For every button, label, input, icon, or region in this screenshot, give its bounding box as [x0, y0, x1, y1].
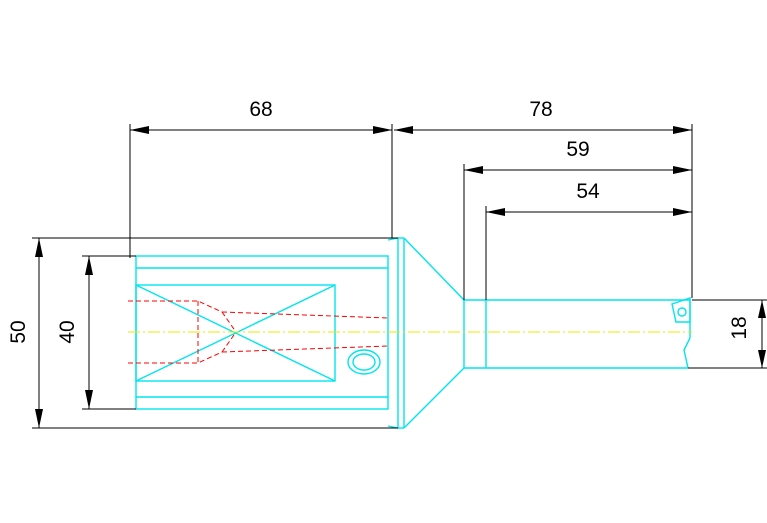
hidden-lines [128, 300, 389, 364]
dimension-label-78: 78 [529, 98, 552, 121]
dimension-label-40: 40 [56, 320, 79, 343]
dimension-label-50: 50 [7, 320, 30, 343]
arrowhead [673, 208, 692, 216]
coolant-hole-inner [352, 353, 376, 371]
arrowhead [85, 390, 93, 409]
arrowhead [673, 166, 692, 174]
cone-lower [403, 367, 465, 429]
dimension-78: 78 [394, 98, 693, 298]
hidden-channel-bottom [221, 345, 389, 353]
flange [387, 237, 399, 429]
cone-upper [403, 237, 465, 301]
arrowhead [486, 208, 505, 216]
arrowhead [464, 166, 483, 174]
hidden-cone-upper [221, 311, 237, 333]
arrowhead [35, 238, 43, 257]
dimension-18: 18 [688, 299, 767, 369]
hidden-bore-upper [128, 300, 223, 313]
arrowhead [35, 409, 43, 428]
dimension-40: 40 [56, 255, 136, 410]
arrowhead [758, 300, 766, 318]
dimension-label-54: 54 [576, 180, 600, 203]
hidden-bore-lower [128, 351, 223, 364]
dimension-50: 50 [7, 237, 398, 429]
dimension-label-59: 59 [566, 138, 589, 161]
arrowhead [673, 126, 692, 134]
arrowhead [373, 126, 392, 134]
cutting-insert [671, 297, 691, 323]
dimension-68: 68 [129, 98, 393, 258]
arrowhead [85, 256, 93, 275]
coolant-hole [347, 349, 381, 375]
arrowhead [758, 350, 766, 368]
insert-screw-icon [677, 307, 687, 317]
dimension-59: 59 [463, 138, 692, 300]
drill-tip [674, 299, 691, 369]
hidden-cone-lower [221, 331, 237, 353]
arrowhead [130, 126, 149, 134]
dimension-54: 54 [485, 180, 692, 300]
arrowhead [394, 126, 413, 134]
insert-pocket [135, 284, 336, 382]
dimension-label-68: 68 [249, 98, 272, 121]
dimension-label-18: 18 [728, 316, 751, 339]
hidden-channel-top [221, 311, 389, 319]
tool-outline [135, 237, 691, 429]
